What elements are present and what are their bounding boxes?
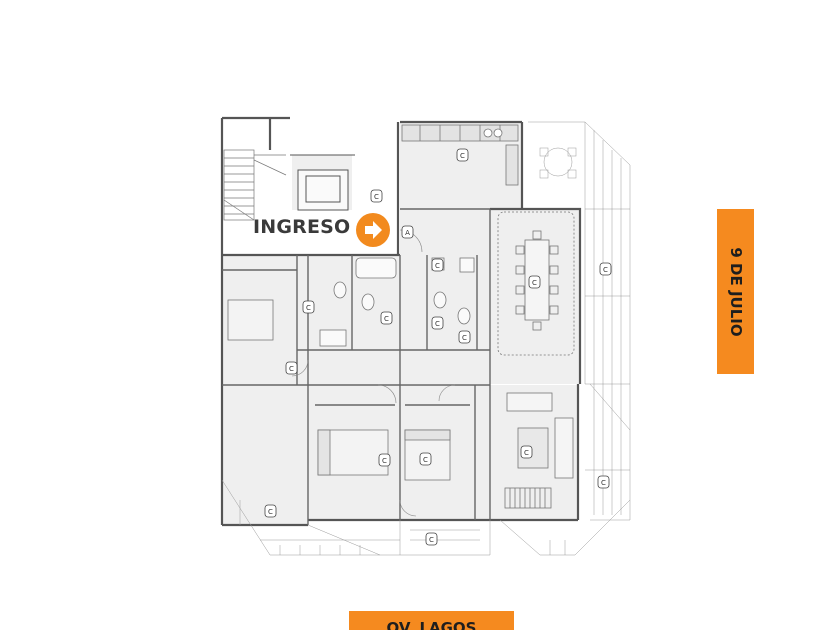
street-label-east: 9 DE JULIO xyxy=(717,209,754,374)
room-tag-hall xyxy=(370,189,383,203)
room-tag-letter-dining: C xyxy=(532,279,537,287)
room-tag-letter-terrace-east-1: C xyxy=(603,266,608,274)
room-tag-letter-kitchen: C xyxy=(460,152,465,160)
room-tag-letter-bath-3: C xyxy=(435,320,440,328)
walls-exterior xyxy=(220,116,582,527)
room-tag-letter-living: C xyxy=(524,449,529,457)
room-tag-markers xyxy=(264,148,612,546)
room-tag-bedroom-2 xyxy=(419,452,432,466)
room-tag-terrace-east-1 xyxy=(599,262,612,276)
room-tag-bath-5 xyxy=(458,330,471,344)
room-tag-bath-4 xyxy=(380,311,393,325)
terrace-east xyxy=(528,121,631,521)
street-name-east: 9 DE JULIO xyxy=(726,246,745,337)
room-tag-terrace-east-2 xyxy=(597,475,610,489)
room-tag-letter-bath-4: C xyxy=(384,315,389,323)
walls-interior xyxy=(222,208,491,525)
room-tag-bedroom-west xyxy=(285,361,298,375)
room-tag-bedroom-1 xyxy=(378,453,391,467)
room-tag-letter-bath-1: C xyxy=(435,262,440,270)
room-tag-balcony-west xyxy=(264,504,277,518)
room-tag-bath-1 xyxy=(431,258,444,272)
room-tag-letter-bedroom-2: C xyxy=(423,456,428,464)
room-tag-bath-2 xyxy=(302,300,315,314)
stair xyxy=(223,149,287,221)
balcony-south xyxy=(221,479,631,556)
room-tag-kitchen xyxy=(456,148,469,162)
room-tag-living xyxy=(520,445,533,459)
room-tag-letter-bedroom-1: C xyxy=(382,457,387,465)
room-tag-access xyxy=(401,225,414,239)
living-furniture xyxy=(504,392,574,509)
room-tag-bath-3 xyxy=(431,316,444,330)
entry-label: INGRESO xyxy=(253,216,351,238)
elevator xyxy=(290,154,355,211)
room-tag-balcony-south xyxy=(425,532,438,546)
room-tag-letter-terrace-east-2: C xyxy=(601,479,606,487)
room-tag-letter-balcony-west: C xyxy=(268,508,273,516)
street-label-south: OV. LAGOS xyxy=(349,611,514,630)
room-tag-letter-hall: C xyxy=(374,193,379,201)
street-name-south: OV. LAGOS xyxy=(386,619,477,630)
room-tag-letter-bath-5: C xyxy=(462,334,467,342)
beds xyxy=(227,299,451,481)
room-tag-letter-bedroom-west: C xyxy=(289,365,294,373)
kitchen-fixtures xyxy=(401,124,519,186)
room-tag-letter-access: A xyxy=(405,229,410,237)
room-tag-letter-bath-2: C xyxy=(306,304,311,312)
room-tag-dining xyxy=(528,275,541,289)
arrow-right-icon xyxy=(356,213,390,247)
room-tag-letter-balcony-south: C xyxy=(429,536,434,544)
